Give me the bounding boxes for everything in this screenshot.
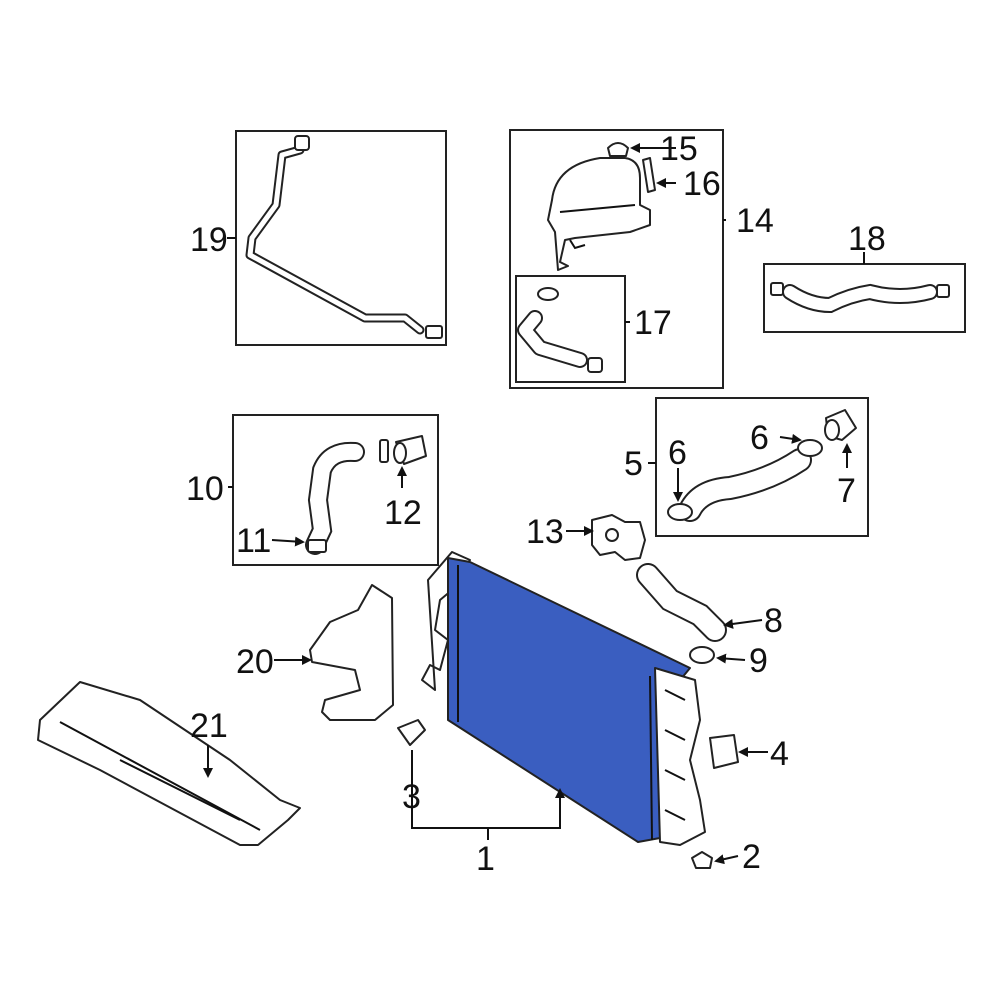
group-box-5 <box>655 397 869 537</box>
callout-8: 8 <box>764 602 783 640</box>
group-box-19 <box>235 130 447 346</box>
part-1-radiator <box>421 551 706 846</box>
part-17-hose <box>517 287 603 373</box>
part-6-clamp <box>797 439 823 457</box>
callout-16: 16 <box>683 165 721 203</box>
part-10-hose <box>305 441 365 555</box>
callout-10: 10 <box>186 470 224 508</box>
part-14-expansion-tank <box>547 142 651 271</box>
part-2-drain-plug <box>691 851 713 869</box>
radiator-core <box>447 557 691 843</box>
callout-6b: 6 <box>750 419 769 457</box>
callout-19: 19 <box>190 221 228 259</box>
part-18-hose <box>770 282 950 314</box>
part-8-hose <box>636 563 727 642</box>
part-12-fitting <box>379 435 427 465</box>
callout-20: 20 <box>236 643 274 681</box>
callout-6a: 6 <box>668 434 687 472</box>
callout-13: 13 <box>526 513 564 551</box>
callout-leaders <box>203 143 865 865</box>
callout-21: 21 <box>190 707 228 745</box>
part-16-hose <box>642 157 656 193</box>
callout-18: 18 <box>848 220 886 258</box>
callout-3: 3 <box>402 778 421 816</box>
callout-11: 11 <box>236 522 271 560</box>
part-4-bracket <box>709 734 739 769</box>
callout-7: 7 <box>837 472 856 510</box>
callout-14: 14 <box>736 202 774 240</box>
part-3-sensor <box>397 719 426 746</box>
part-21-splash-shield <box>37 681 301 846</box>
callout-4: 4 <box>770 735 789 773</box>
part-19-coolant-pipe <box>245 135 443 339</box>
part-7-fitting <box>824 409 857 441</box>
part-20-air-guide <box>309 584 394 721</box>
group-box-17 <box>515 275 626 383</box>
callout-17: 17 <box>634 304 672 342</box>
part-11-clamp <box>307 539 327 553</box>
part-13-thermostat-housing <box>591 514 646 561</box>
callout-5: 5 <box>624 445 643 483</box>
callout-2: 2 <box>742 838 761 876</box>
part-9-clamp <box>689 646 715 664</box>
group-box-14 <box>509 129 724 389</box>
part-5-hose <box>667 439 823 522</box>
group-box-10 <box>232 414 439 566</box>
callout-12: 12 <box>384 494 422 532</box>
callout-9: 9 <box>749 642 768 680</box>
part-6-clamp <box>667 503 693 521</box>
callout-1: 1 <box>476 840 495 878</box>
callout-15: 15 <box>660 130 698 168</box>
